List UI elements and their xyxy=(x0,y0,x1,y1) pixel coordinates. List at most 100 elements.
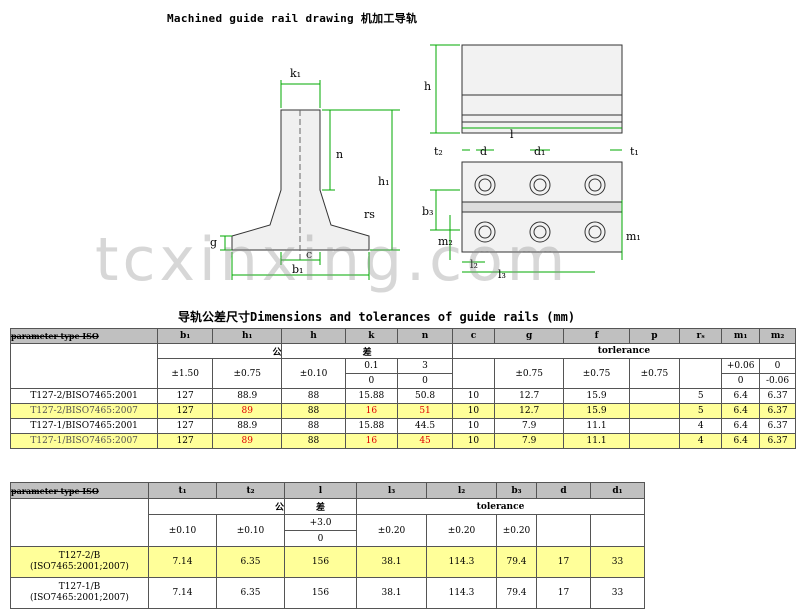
t2-header-b3: b₃ xyxy=(496,482,537,499)
tol-c xyxy=(451,358,495,389)
tol-n-upper: 3 xyxy=(397,358,453,374)
cell-m₂: 6.37 xyxy=(759,433,796,449)
row-type-line1: T127-1/B xyxy=(58,582,101,592)
t2-header-l3: l₃ xyxy=(356,482,427,499)
label-m1: m₁ xyxy=(626,230,641,243)
label-b3: b₃ xyxy=(422,205,433,218)
row-type: T127-1/BISO7465:2001 xyxy=(9,418,159,434)
cell-g: 7.9 xyxy=(493,433,565,449)
cell-p xyxy=(628,388,681,404)
header-g: g xyxy=(493,328,565,344)
label-g: g xyxy=(210,236,217,249)
cell-h₁: 89 xyxy=(212,433,283,449)
cell-t₁: 7.14 xyxy=(148,546,217,578)
cell-h₁: 88.9 xyxy=(212,418,283,434)
label-l: l xyxy=(510,128,514,141)
table1-tolerance-label-row: 公 差 torlerance xyxy=(9,343,797,389)
label-d1: d₁ xyxy=(534,145,545,158)
row-type-line2: (ISO7465:2001;2007) xyxy=(30,562,129,572)
row-type: T127-1/BISO7465:2007 xyxy=(9,433,159,449)
page-title: Machined guide rail drawing 机加工导轨 xyxy=(167,12,418,25)
t2-tol-l3: ±0.20 xyxy=(356,514,427,547)
tolerance-label-mid: 差 xyxy=(281,343,453,359)
cell-k: 15.88 xyxy=(344,388,399,404)
cell-f: 15.9 xyxy=(563,388,630,404)
tol-m1-upper: +0.06 xyxy=(721,358,761,374)
label-rs: rs xyxy=(364,208,375,221)
cell-n: 50.8 xyxy=(397,388,453,404)
tol-rs xyxy=(679,358,723,389)
tolerance-label-right: torlerance xyxy=(451,343,797,359)
cell-m₁: 6.4 xyxy=(721,433,761,449)
cell-c: 10 xyxy=(451,433,495,449)
t2-tol-l-upper: +3.0 xyxy=(284,514,357,531)
t2-tolerance-label-mid: 差 xyxy=(284,498,357,515)
t2-tol-l2: ±0.20 xyxy=(426,514,497,547)
cell-n: 51 xyxy=(397,403,453,419)
cell-m₂: 6.37 xyxy=(759,403,796,419)
tol-h: ±0.10 xyxy=(281,358,346,389)
cell-m₁: 6.4 xyxy=(721,418,761,434)
cell-k: 15.88 xyxy=(344,418,399,434)
label-h1: h₁ xyxy=(378,175,390,188)
header-p: p xyxy=(628,328,681,344)
table1-title: 导轨公差尺寸Dimensions and tolerances of guide… xyxy=(178,310,576,324)
cell-m₂: 6.37 xyxy=(759,388,796,404)
cell-d₁: 33 xyxy=(590,546,645,578)
cell-n: 45 xyxy=(397,433,453,449)
cell-l: 156 xyxy=(284,546,357,578)
row-type: T127-2/B(ISO7465:2001;2007) xyxy=(10,546,149,578)
cell-k: 16 xyxy=(344,403,399,419)
cell-h: 88 xyxy=(281,418,346,434)
t2-header-d: d xyxy=(536,482,591,499)
tol-g: ±0.75 xyxy=(493,358,565,389)
cell-h: 88 xyxy=(281,388,346,404)
cell-p xyxy=(628,433,681,449)
t2-header-l2: l₂ xyxy=(426,482,497,499)
cell-m₂: 6.37 xyxy=(759,418,796,434)
label-l3: l₃ xyxy=(498,268,506,281)
row-type-line1: T127-2/B xyxy=(58,551,101,561)
label-h: h xyxy=(424,80,431,93)
label-l2: l₂ xyxy=(470,258,478,271)
label-b1: b₁ xyxy=(292,263,303,276)
header-n: n xyxy=(397,328,453,344)
label-k1: k₁ xyxy=(290,67,301,80)
cell-m₁: 6.4 xyxy=(721,388,761,404)
table1-corner-cell xyxy=(9,343,159,389)
t2-header-t2: t₂ xyxy=(216,482,285,499)
header-c: c xyxy=(451,328,495,344)
label-t1: t₁ xyxy=(630,145,639,158)
cell-m₁: 6.4 xyxy=(721,403,761,419)
t2-tolerance-label-right: tolerance xyxy=(356,498,645,515)
label-t2: t₂ xyxy=(434,145,443,158)
t2-header-d1: d₁ xyxy=(590,482,645,499)
label-n: n xyxy=(336,148,343,161)
header-m2: m₂ xyxy=(759,328,796,344)
hole-dimensions-table: parameter type ISO t₁ t₂ l l₃ l₂ b₃ d d₁… xyxy=(10,482,645,609)
tol-f: ±0.75 xyxy=(563,358,630,389)
cell-n: 44.5 xyxy=(397,418,453,434)
cell-d: 17 xyxy=(536,546,591,578)
label-c: c xyxy=(306,248,312,261)
cell-p xyxy=(628,403,681,419)
label-d: d xyxy=(480,145,487,158)
header-m1: m₁ xyxy=(721,328,761,344)
table2-header-row: parameter type ISO t₁ t₂ l l₃ l₂ b₃ d d₁ xyxy=(10,482,645,499)
tol-m2-lower: -0.06 xyxy=(759,373,796,389)
cell-c: 10 xyxy=(451,403,495,419)
cell-rₛ: 5 xyxy=(679,388,723,404)
cell-g: 7.9 xyxy=(493,418,565,434)
cell-l₂: 114.3 xyxy=(426,546,497,578)
t2-tol-d xyxy=(536,514,591,547)
cell-b₃: 79.4 xyxy=(496,546,537,578)
cell-b₁: 127 xyxy=(157,418,214,434)
header-parameter-type: parameter type ISO xyxy=(9,328,159,344)
cell-t₂: 6.35 xyxy=(216,546,285,578)
